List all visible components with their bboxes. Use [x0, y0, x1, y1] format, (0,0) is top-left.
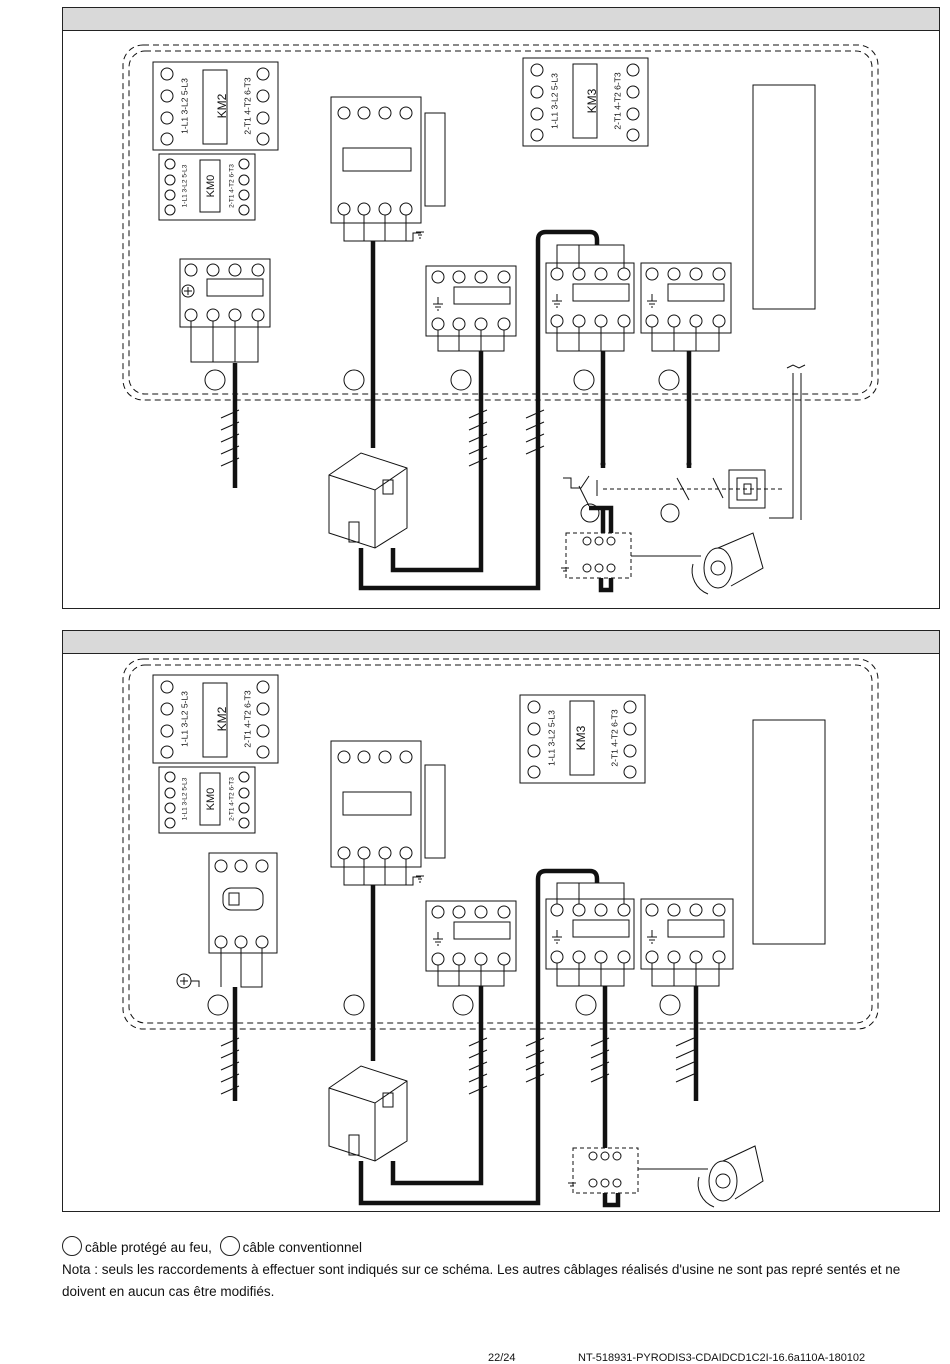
km3-name: KM3: [574, 725, 588, 750]
km0-name: KM0: [205, 175, 217, 198]
km2-right-label: 2-T1 4-T2 6-T3: [242, 77, 252, 134]
enclosure-outline-outer: [122, 44, 879, 401]
motor-icon: [691, 532, 764, 595]
conventional-cable-circle-icon: [219, 1236, 240, 1256]
relay-3: [545, 244, 635, 352]
km0-right-label: 2-T1 4-T2 6-T3: [229, 777, 236, 821]
terminal-block: [568, 1147, 639, 1194]
km2-name: KM2: [215, 706, 229, 731]
legend: câble protégé au feu, câble conventionne…: [62, 1236, 942, 1303]
km0-left-label: 1-L1 3-L2 5-L3: [182, 164, 189, 207]
motor-icon: [697, 1145, 764, 1208]
empty-module-box: [752, 719, 826, 945]
wiring-diagram-2-svg: KM2 1-L1 3-L2 5-L3 2-T1 4-T2 6-T3 KM0 1-…: [122, 658, 879, 1208]
relay-2: [425, 900, 517, 987]
junction-box: [328, 452, 408, 549]
wiring-diagram-1-svg: KM2 1-L1 3-L2 5-L3 2-T1 4-T2 6-T3 KM0 1-…: [122, 44, 879, 595]
km2-left-label: 1-L1 3-L2 5-L3: [179, 691, 189, 747]
legend-conventional-cable: câble conventionnel: [242, 1240, 362, 1255]
relay-2: [425, 265, 517, 352]
km3-left-label: 1-L1 3-L2 5-L3: [546, 710, 556, 766]
ground-icon: [176, 973, 200, 989]
wiring-diagram-2: KM2 1-L1 3-L2 5-L3 2-T1 4-T2 6-T3 KM0 1-…: [62, 630, 940, 1212]
relay-4: [640, 262, 732, 352]
km3-right-label: 2-T1 4-T2 6-T3: [609, 709, 619, 766]
km2-terminals-right: [256, 67, 270, 146]
fire-cable-circle-icon: [62, 1236, 82, 1256]
relay-3: [545, 882, 635, 987]
km3-name: KM3: [585, 88, 599, 113]
junction-box: [328, 1065, 408, 1162]
km2-name: KM2: [215, 93, 229, 118]
enclosure-outline-inner: [128, 50, 873, 395]
km3-left-label: 1-L1 3-L2 5-L3: [549, 73, 559, 129]
contactor-km2: [152, 61, 279, 151]
km0-left-label: 1-L1 3-L2 5-L3: [182, 777, 189, 820]
wiring-diagram-1: KM2 1-L1 3-L2 5-L3 2-T1 4-T2 6-T3 KM0 1-…: [62, 7, 940, 609]
km2-right-label: 2-T1 4-T2 6-T3: [242, 690, 252, 747]
contactor-km2: [152, 674, 279, 764]
ground-icon: [181, 284, 195, 298]
contactor-km3: [519, 694, 646, 784]
km0-name: KM0: [205, 788, 217, 811]
earth-symbol: [416, 231, 424, 239]
contactor-km0: [158, 153, 256, 221]
main-breaker-block: [330, 740, 446, 886]
legend-fire-cable: câble protégé au feu,: [85, 1240, 212, 1255]
footer-document-id: NT-518931-PYRODIS3-CDAIDCD1C2I-16.6a110A…: [578, 1352, 866, 1364]
circuit-breaker: [208, 852, 278, 988]
footer-page-number: 22/24: [488, 1352, 516, 1364]
contactor-km0: [158, 766, 256, 834]
relay-left: [179, 258, 271, 363]
km2-left-label: 1-L1 3-L2 5-L3: [179, 78, 189, 134]
diagram-header-bar: [63, 8, 939, 31]
main-breaker-block: [330, 96, 446, 242]
diagram-header-bar: [63, 631, 939, 654]
empty-module-box: [752, 84, 816, 310]
km2-terminals-left: [160, 67, 174, 146]
km0-right-label: 2-T1 4-T2 6-T3: [229, 164, 236, 208]
contactor-km3: [522, 57, 649, 147]
selector-switch-box: [728, 469, 766, 509]
relay-4: [640, 898, 734, 987]
legend-note: Nota : seuls les raccordements à effectu…: [62, 1262, 901, 1299]
enclosure-outline-outer: [122, 658, 879, 1030]
legend-cables-line: câble protégé au feu, câble conventionne…: [62, 1236, 942, 1259]
km3-right-label: 2-T1 4-T2 6-T3: [612, 72, 622, 129]
terminal-block: [561, 532, 632, 579]
enclosure-outline-inner: [128, 664, 873, 1024]
